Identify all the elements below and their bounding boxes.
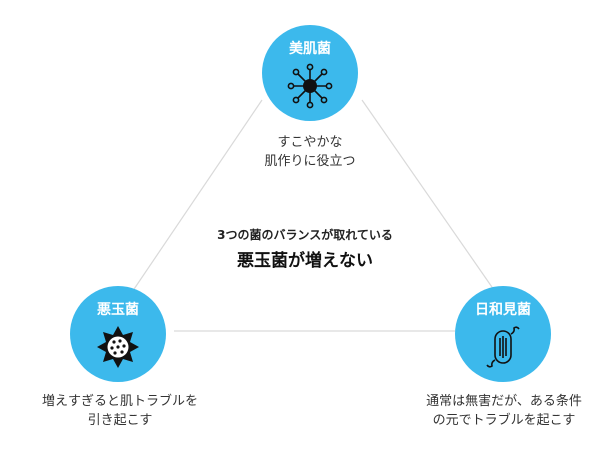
- node-bijinkin-description: すこやかな 肌作りに役立つ: [212, 133, 408, 171]
- node-label: 美肌菌: [289, 41, 331, 57]
- connector-top-right: [361, 99, 495, 291]
- connector-top-left: [127, 99, 263, 299]
- center-title: 悪玉菌が増えない: [237, 251, 373, 271]
- center-message: 3つの菌のバランスが取れている 悪玉菌が増えない: [175, 226, 435, 274]
- description-line: 肌作りに役立つ: [264, 154, 356, 169]
- node-label: 日和見菌: [475, 302, 531, 318]
- description-line: 通常は無害だが、ある条件: [426, 394, 582, 409]
- spiky-bacteria-icon: [97, 326, 139, 368]
- node-akudamakin-description: 増えすぎると肌トラブルを 引き起こす: [10, 392, 230, 430]
- center-subtitle: 3つの菌のバランスが取れている: [217, 228, 393, 242]
- description-line: 増えすぎると肌トラブルを: [41, 394, 198, 409]
- node-hiyorimikin: 日和見菌: [455, 286, 551, 382]
- node-akudamakin: 悪玉菌: [70, 286, 166, 382]
- node-label: 悪玉菌: [97, 302, 139, 318]
- description-line: すこやかな: [277, 135, 343, 150]
- description-line: 引き起こす: [87, 413, 153, 428]
- node-bijinkin: 美肌菌: [262, 25, 358, 121]
- description-line: の元でトラブルを起こす: [432, 413, 576, 428]
- node-hiyorimikin-description: 通常は無害だが、ある条件 の元でトラブルを起こす: [404, 392, 604, 430]
- starburst-bacteria-icon: [287, 63, 333, 109]
- rod-bacteria-icon: [486, 326, 520, 368]
